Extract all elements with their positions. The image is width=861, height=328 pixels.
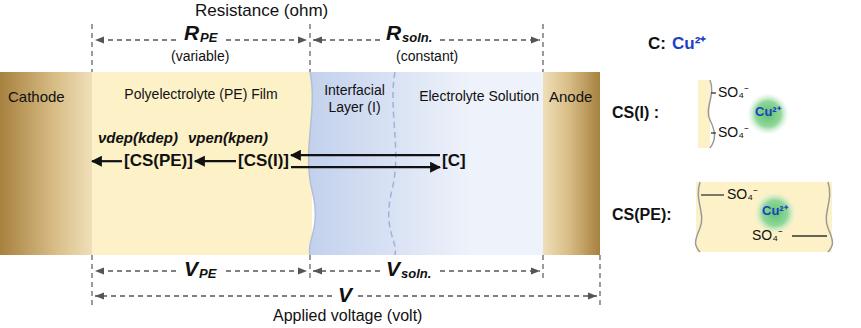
bond-stub: [701, 194, 724, 195]
dimension-guides: [92, 24, 600, 306]
symbol: V: [386, 257, 400, 281]
reaction-arrow: [92, 160, 122, 162]
species-label: [C]: [442, 151, 466, 171]
dimension-arrows: [95, 40, 597, 296]
annotation: (constant): [396, 48, 458, 64]
subscript: soln.: [401, 267, 431, 282]
group-label: SO₄⁻: [718, 84, 749, 100]
reaction-arrow: [291, 166, 440, 168]
film-edge: [696, 182, 702, 252]
layer-region: Interfacial Layer (I): [310, 72, 395, 255]
bond-stub: [792, 235, 827, 236]
film-edge: [826, 182, 832, 252]
electrode-band: Anode: [543, 72, 600, 255]
solution-band: [309, 72, 543, 255]
group-label: SO₄⁻: [727, 186, 758, 202]
cathode-band: [0, 72, 92, 255]
species-term: [C]: [440, 150, 468, 172]
key-label: C:: [648, 34, 666, 54]
bond-stub: [711, 92, 716, 93]
region-label: Electrolyte Solution: [399, 88, 539, 105]
region-label: Interfacial Layer (I): [316, 82, 393, 116]
interface-boundary: [309, 72, 316, 255]
region-label: Polyelectrolyte (PE) Film: [96, 86, 306, 103]
interfacial-layer-boundary: [389, 72, 396, 255]
group-label: SO₄⁻: [752, 227, 783, 243]
film-fragment: [696, 182, 832, 252]
species-term: [CS(I)]: [236, 150, 291, 172]
ion-label: Cu²⁺: [755, 105, 781, 120]
symbol: R: [386, 21, 401, 45]
state-label: CS(I) :: [612, 104, 659, 122]
bond-stub: [711, 132, 716, 133]
species-term: [CS(PE)]: [122, 150, 195, 172]
rate-label: νdep(kdep): [98, 129, 178, 146]
state-label: CS(PE):: [612, 206, 672, 224]
ion-label: Cu²⁺: [762, 204, 788, 219]
axis-title: Resistance (ohm): [195, 1, 328, 21]
subscript: PE: [199, 267, 216, 282]
species-label: [CS(PE)]: [124, 151, 193, 171]
symbol: R: [184, 21, 199, 45]
species-label: [CS(I)]: [238, 151, 289, 171]
symbol: V: [184, 257, 198, 281]
copper-ion: [747, 93, 789, 135]
film-edge: [708, 80, 714, 148]
region-label: Anode: [549, 88, 598, 106]
electrode-band: Cathode: [0, 72, 92, 255]
symbol: V: [338, 283, 352, 307]
axis-title: Applied voltage (volt): [273, 307, 422, 325]
subscript: PE: [200, 31, 217, 46]
annotation: (variable): [171, 48, 229, 64]
rate-label: νpen(kpen): [188, 129, 268, 146]
reaction-arrow: [195, 160, 236, 162]
solution-region: Electrolyte Solution [C]: [395, 72, 543, 255]
ion-label: Cu²⁺: [672, 34, 706, 54]
subscript: soln.: [402, 31, 432, 46]
pe-film-band: [92, 72, 312, 255]
film-region: Polyelectrolyte (PE) Film [CS(PE)] [CS(I)]: [92, 72, 310, 255]
reaction-arrow: [291, 154, 440, 156]
region-label: Cathode: [8, 88, 88, 106]
group-label: SO₄⁻: [718, 124, 749, 140]
anode-band: [543, 72, 600, 255]
